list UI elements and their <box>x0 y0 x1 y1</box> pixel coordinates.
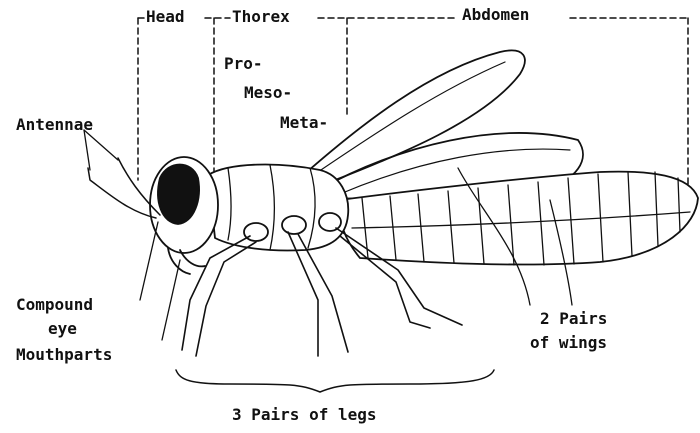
compound-eye-label-line1: Compound <box>16 296 93 314</box>
antenna-1 <box>88 168 156 218</box>
forewing-vein <box>315 62 505 174</box>
region-abdomen-label: Abdomen <box>462 6 529 24</box>
region-head-label: Head <box>146 8 185 26</box>
region-thorax-label: Thorex <box>232 8 290 26</box>
segment-meso-label: Meso- <box>244 84 292 102</box>
legs-label: 3 Pairs of legs <box>232 406 377 424</box>
region-brackets <box>138 18 688 185</box>
legs-bracket <box>176 370 494 392</box>
compound-eye <box>158 165 199 225</box>
compound-eye-label-line2: eye <box>48 320 77 338</box>
antennae-label: Antennae <box>16 116 93 134</box>
segment-meta-label: Meta- <box>280 114 328 132</box>
segment-pro-label: Pro- <box>224 55 263 73</box>
forewing <box>300 50 525 182</box>
abdomen-outline <box>340 172 698 265</box>
mouthparts-label: Mouthparts <box>16 346 112 364</box>
wings-label-line2: of wings <box>530 334 607 352</box>
wings-label-line1: 2 Pairs <box>540 310 607 328</box>
